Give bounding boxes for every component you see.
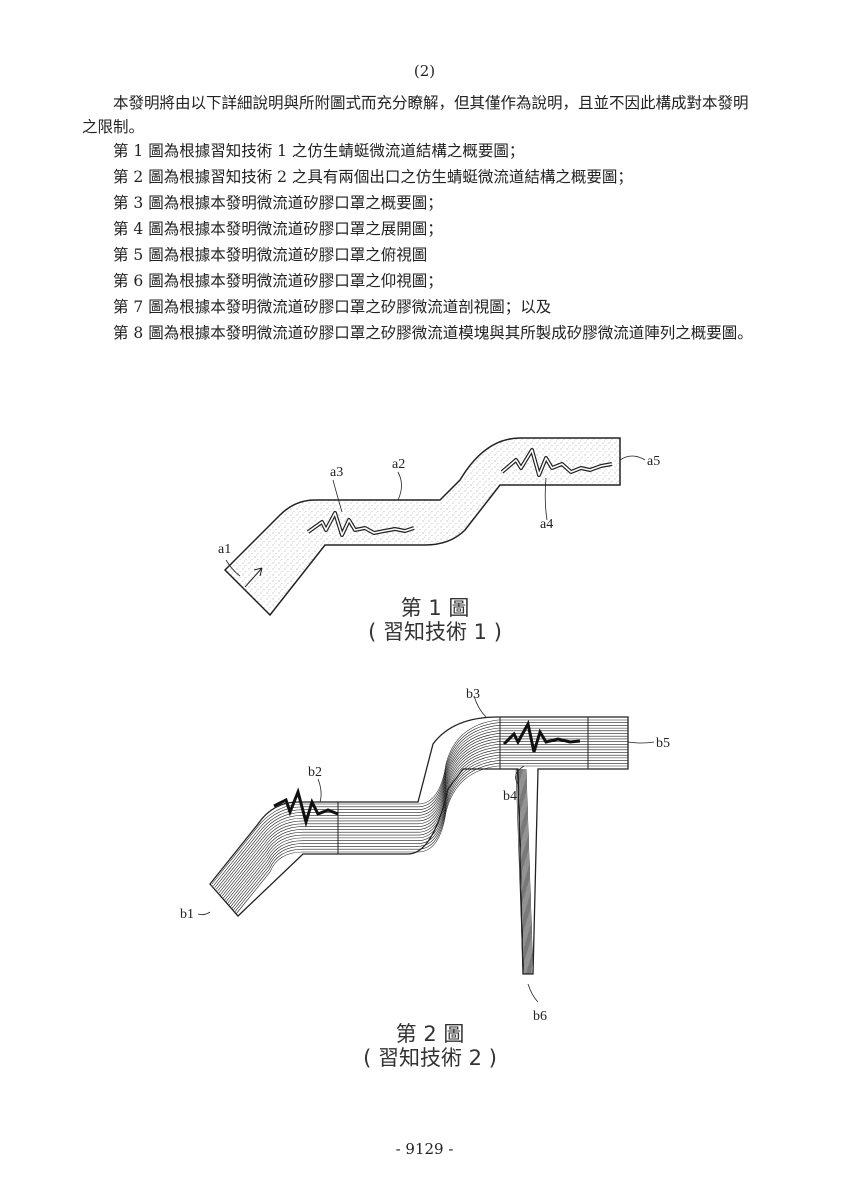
streamlines xyxy=(212,720,628,974)
figure-2-title: 第 2 圖 xyxy=(335,1022,525,1046)
streamline xyxy=(229,752,628,905)
streamline xyxy=(223,742,628,898)
intro-paragraph: 本發明將由以下詳細說明與所附圖式而充分瞭解，但其僅作為說明，且並不因此構成對本發… xyxy=(82,91,762,139)
streamline xyxy=(236,766,628,914)
figure-description-list: 第 1 圖為根據習知技術 1 之仿生蜻蜓微流道結構之概要圖； 第 2 圖為根據習… xyxy=(82,139,762,347)
streamline xyxy=(219,734,628,893)
figure-description-item: 第 3 圖為根據本發明微流道矽膠口罩之概要圖； xyxy=(82,191,762,215)
label-a1: a1 xyxy=(218,542,231,557)
figure-description-item: 第 8 圖為根據本發明微流道矽膠口罩之矽膠微流道模塊與其所製成矽膠微流道陣列之概… xyxy=(82,321,762,345)
figure-description-item: 第 7 圖為根據本發明微流道矽膠口罩之矽膠微流道剖視圖；以及 xyxy=(82,295,762,319)
label-a4: a4 xyxy=(540,517,553,532)
label-b4: b4 xyxy=(503,789,517,804)
streamline xyxy=(218,731,628,891)
page-number: - 9129 - xyxy=(0,1140,849,1158)
figure-description-item: 第 5 圖為根據本發明微流道矽膠口罩之俯視圖 xyxy=(82,243,762,267)
figure-1-title: 第 1 圖 xyxy=(360,596,510,620)
label-b2: b2 xyxy=(308,765,322,780)
figure-2-subtitle: ( 習知技術 2 ) xyxy=(335,1046,525,1070)
streamline xyxy=(235,763,628,912)
label-b1: b1 xyxy=(180,907,194,922)
label-b5: b5 xyxy=(656,736,670,751)
streamline xyxy=(233,761,628,911)
label-a5: a5 xyxy=(647,454,660,469)
label-a2: a2 xyxy=(392,457,405,472)
label-a3: a3 xyxy=(330,465,343,480)
streamline xyxy=(228,750,628,904)
label-b6: b6 xyxy=(533,1009,547,1024)
figure-description-item: 第 2 圖為根據習知技術 2 之具有兩個出口之仿生蜻蜓微流道結構之概要圖； xyxy=(82,165,762,189)
figure-2-microchannel-diagram: b1 b2 b3 b4 b5 b6 xyxy=(178,684,688,1034)
page-marker: (2) xyxy=(0,62,849,80)
figure-description-item: 第 1 圖為根據習知技術 1 之仿生蜻蜓微流道結構之概要圖； xyxy=(82,139,762,163)
figure-description-item: 第 6 圖為根據本發明微流道矽膠口罩之仰視圖； xyxy=(82,269,762,293)
figure-1-caption: 第 1 圖 ( 習知技術 1 ) xyxy=(360,596,510,644)
channel-outline xyxy=(210,717,628,974)
figure-1-subtitle: ( 習知技術 1 ) xyxy=(360,620,510,644)
label-b3: b3 xyxy=(466,687,480,702)
streamline xyxy=(220,736,628,894)
figure-description-item: 第 4 圖為根據本發明微流道矽膠口罩之展開圖； xyxy=(82,217,762,241)
figure-2-caption: 第 2 圖 ( 習知技術 2 ) xyxy=(335,1022,525,1070)
